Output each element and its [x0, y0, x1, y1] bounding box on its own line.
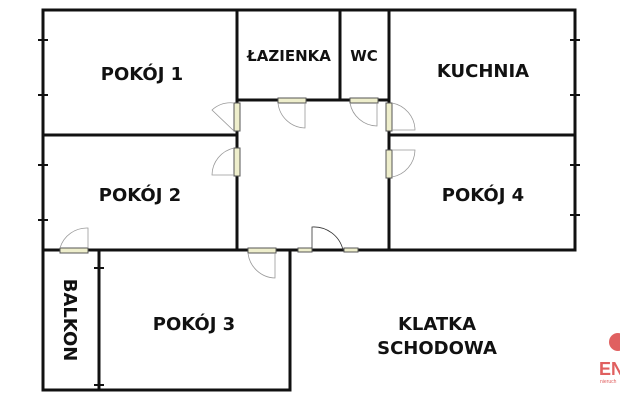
logo-subtext: nieruch	[600, 379, 617, 385]
doors	[59, 97, 416, 279]
walls	[38, 8, 580, 392]
room-pokoj-2: POKÓJ 2	[99, 184, 181, 206]
logo-icon	[609, 333, 620, 351]
room-pokoj-3: POKÓJ 3	[153, 313, 235, 335]
room-klatka-line2: SCHODOWA	[377, 338, 497, 359]
room-kuchnia: KUCHNIA	[437, 61, 529, 82]
room-pokoj-4: POKÓJ 4	[442, 184, 524, 206]
room-balkon: BALKON	[59, 279, 80, 362]
logo: EN nieruch	[599, 333, 620, 385]
room-wc: WC	[350, 47, 378, 65]
room-klatka-line1: KLATKA	[398, 314, 476, 335]
logo-text: EN	[599, 359, 620, 379]
room-pokoj-1: POKÓJ 1	[101, 63, 183, 85]
room-lazienka: ŁAZIENKA	[246, 47, 331, 65]
